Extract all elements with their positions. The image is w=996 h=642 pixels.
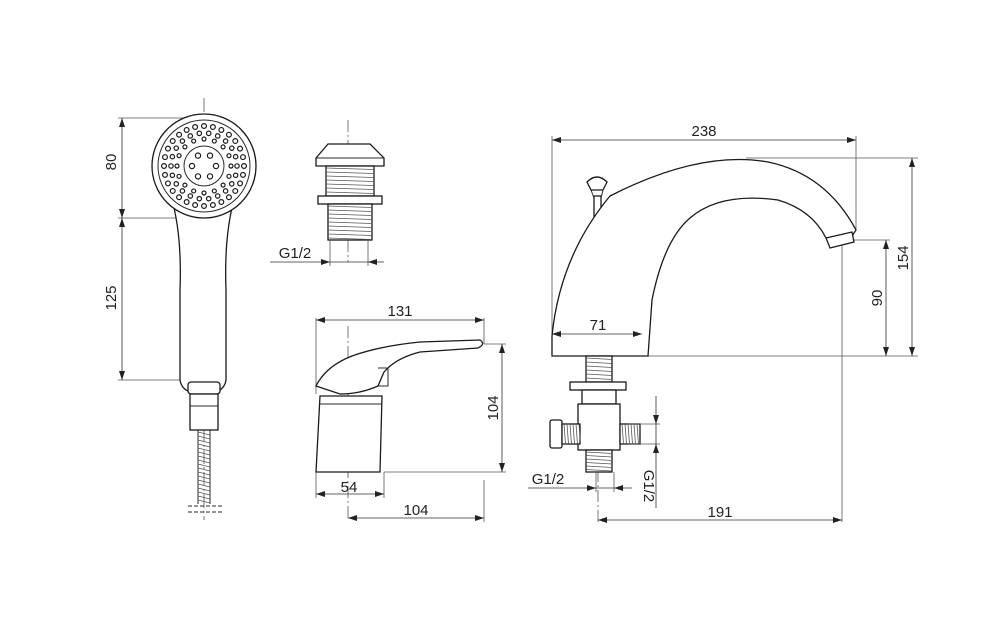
spout-nut bbox=[569, 381, 627, 391]
dim-label-125: 125 bbox=[103, 285, 120, 310]
handshower-handle bbox=[171, 199, 235, 395]
hose-connector bbox=[187, 381, 221, 395]
drain-connector: G1/2 bbox=[270, 120, 385, 266]
tee-body bbox=[577, 403, 621, 451]
tee-left-cap bbox=[549, 419, 563, 449]
dim-label-drain-thread: G1/2 bbox=[279, 245, 312, 262]
spout-shank bbox=[585, 355, 613, 383]
dim-label-154: 154 bbox=[895, 245, 912, 270]
nozzle-pattern bbox=[161, 122, 248, 210]
mixer-lever bbox=[315, 339, 484, 395]
drain-cap bbox=[315, 143, 385, 167]
dim-label-238: 238 bbox=[691, 123, 716, 140]
dim-label-71: 71 bbox=[590, 317, 607, 334]
dim-label-outlet-thread: G1/2 bbox=[640, 470, 657, 503]
dim-label-90: 90 bbox=[869, 290, 886, 307]
hand-shower: 80 125 bbox=[103, 98, 257, 520]
dim-label-131: 131 bbox=[387, 303, 412, 320]
mixer-body: 131 104 54 104 bbox=[315, 303, 506, 522]
hose-nut bbox=[189, 393, 219, 431]
lift-rod-knob bbox=[586, 176, 608, 191]
dim-label-191: 191 bbox=[707, 504, 732, 521]
drain-nut bbox=[317, 195, 383, 205]
spout-aerator bbox=[825, 231, 855, 249]
spout-body bbox=[551, 158, 857, 357]
dim-label-80: 80 bbox=[103, 154, 120, 171]
spout-nipple bbox=[581, 389, 617, 405]
shower-hose bbox=[197, 430, 211, 504]
dim-label-inlet-thread: G1/2 bbox=[532, 471, 565, 488]
dim-label-54: 54 bbox=[341, 479, 358, 496]
spout-assembly: 238 154 90 71 bbox=[528, 123, 918, 523]
mixer-base bbox=[315, 395, 383, 473]
dim-label-104-h: 104 bbox=[403, 502, 428, 519]
dim-label-104-v: 104 bbox=[485, 395, 502, 420]
handshower-head bbox=[151, 113, 257, 219]
